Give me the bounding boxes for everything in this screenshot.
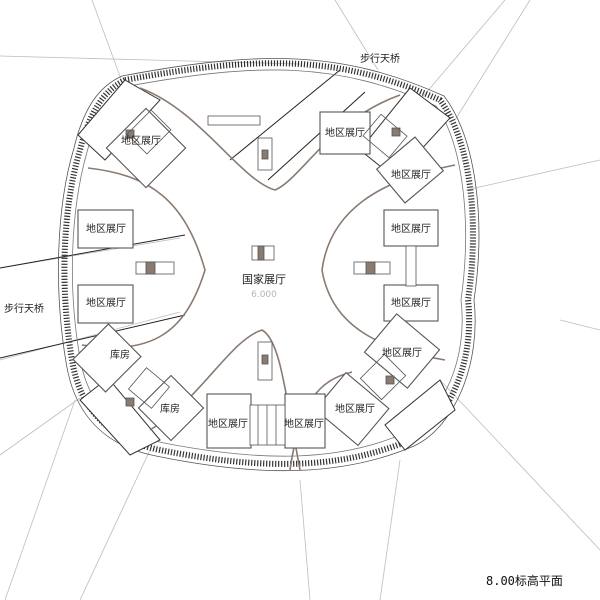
- room-label: 地区展厅: [86, 222, 126, 235]
- central-hall-label: 国家展厅: [242, 272, 286, 286]
- room-label: 地区展厅: [382, 346, 422, 359]
- drawing-title: 8.00标高平面: [486, 573, 563, 588]
- room-label: 地区展厅: [208, 417, 248, 430]
- bridge-label: 步行天桥: [4, 302, 44, 315]
- room-label: 地区展厅: [335, 402, 375, 415]
- room-label: 地区展厅: [284, 417, 324, 430]
- bridge-label: 步行天桥: [360, 52, 400, 65]
- storage-label: 库房: [110, 348, 130, 361]
- elevation-label: 6.000: [251, 290, 277, 300]
- room-label: 地区展厅: [325, 126, 365, 139]
- room-label: 地区展厅: [391, 222, 431, 235]
- room-label: 地区展厅: [121, 134, 161, 147]
- corner-blocks: [77, 79, 456, 456]
- bridge-lines: [0, 69, 366, 359]
- storage-label: 库房: [160, 402, 180, 415]
- room-label: 地区展厅: [391, 168, 431, 181]
- room-shapes: [72, 107, 445, 449]
- service-cores: [125, 109, 417, 446]
- room-labels: 地区展厅 地区展厅 地区展厅 地区展厅 地区展厅 地区展厅 地区展厅 地区展厅 …: [86, 126, 431, 430]
- room-label: 地区展厅: [391, 296, 431, 309]
- room-label: 地区展厅: [86, 296, 126, 309]
